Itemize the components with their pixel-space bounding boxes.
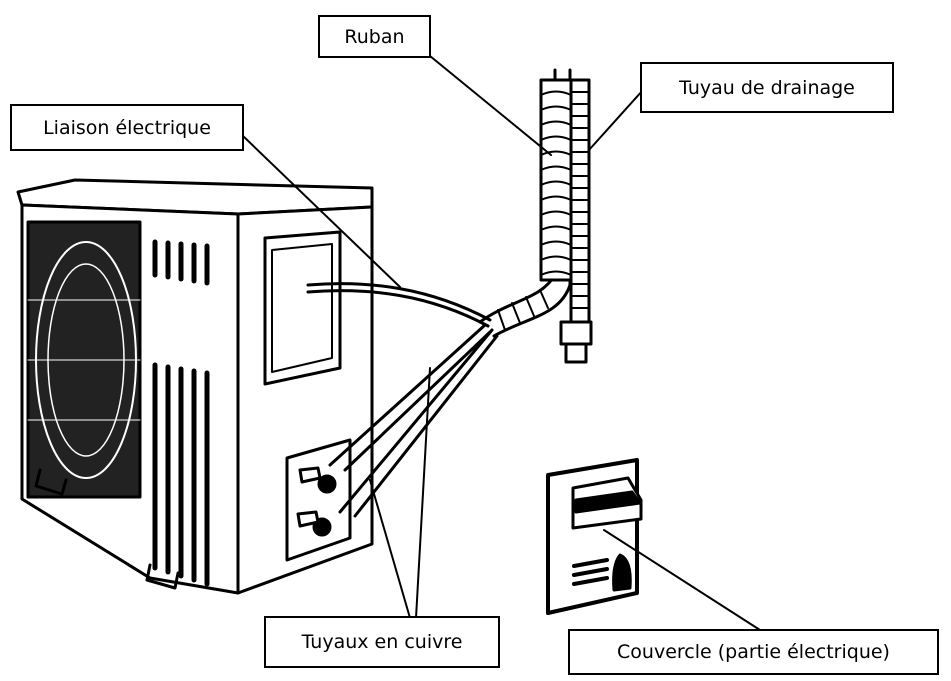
- tape-section: [539, 78, 573, 282]
- label-ruban: Ruban: [318, 15, 431, 58]
- electrical-cover: [546, 458, 643, 615]
- valve-plate: [285, 438, 352, 562]
- label-drain-pipe: Tuyau de drainage: [640, 62, 894, 113]
- foot-right: [145, 563, 180, 590]
- foot-left: [34, 468, 68, 496]
- vents-lower: [152, 362, 210, 587]
- drain-connector: [559, 320, 593, 346]
- outdoor-unit: [16, 178, 374, 595]
- leader-lines: [242, 55, 761, 631]
- label-electrical-cover: Couvercle (partie électrique): [568, 629, 939, 675]
- electrical-cable: [306, 282, 492, 328]
- label-copper-pipes: Tuyaux en cuivre: [264, 616, 500, 668]
- vents-upper: [152, 239, 210, 286]
- label-electrical-link: Liaison électrique: [10, 104, 244, 151]
